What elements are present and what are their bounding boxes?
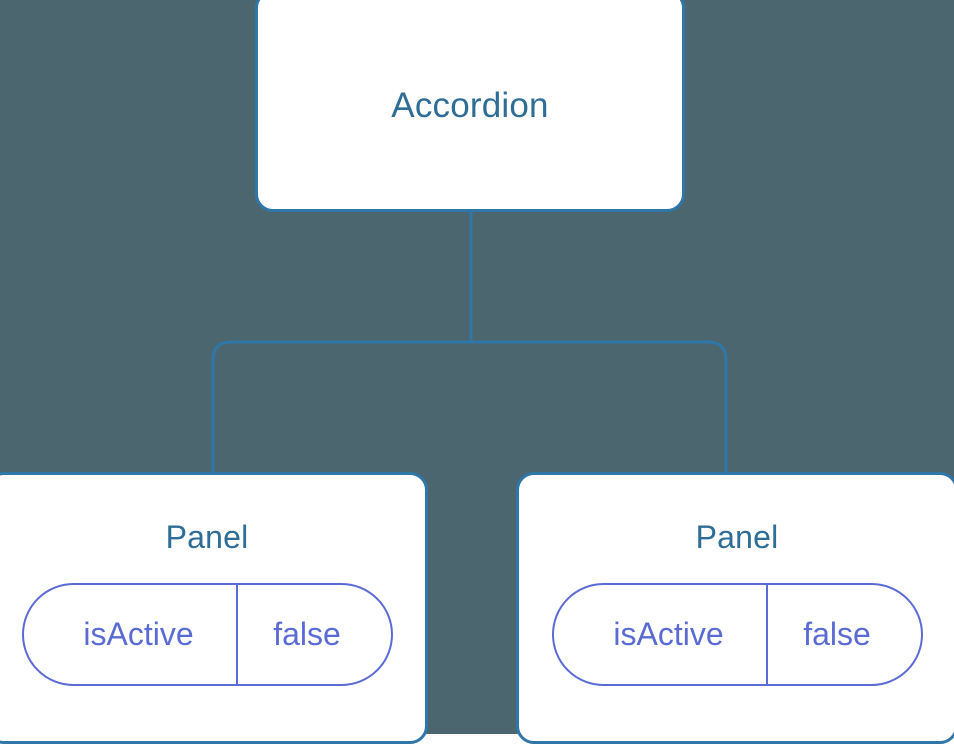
node-title: Panel	[695, 519, 779, 555]
prop-value: false	[273, 616, 341, 652]
node-accordion[interactable]: Accordion	[255, 0, 685, 212]
node-title: Panel	[165, 519, 249, 555]
node-panel-1[interactable]: Panel isActive false	[516, 472, 954, 744]
connector-branch-left	[211, 340, 471, 474]
prop-pill[interactable]: isActive false	[21, 583, 393, 686]
prop-key: isActive	[24, 585, 238, 684]
node-panel-0[interactable]: Panel isActive false	[0, 472, 428, 744]
prop-pill[interactable]: isActive false	[551, 583, 923, 686]
prop-key: isActive	[554, 585, 768, 684]
node-title: Accordion	[391, 86, 549, 125]
prop-value: false	[803, 616, 871, 652]
connector-branch-right	[471, 340, 728, 474]
